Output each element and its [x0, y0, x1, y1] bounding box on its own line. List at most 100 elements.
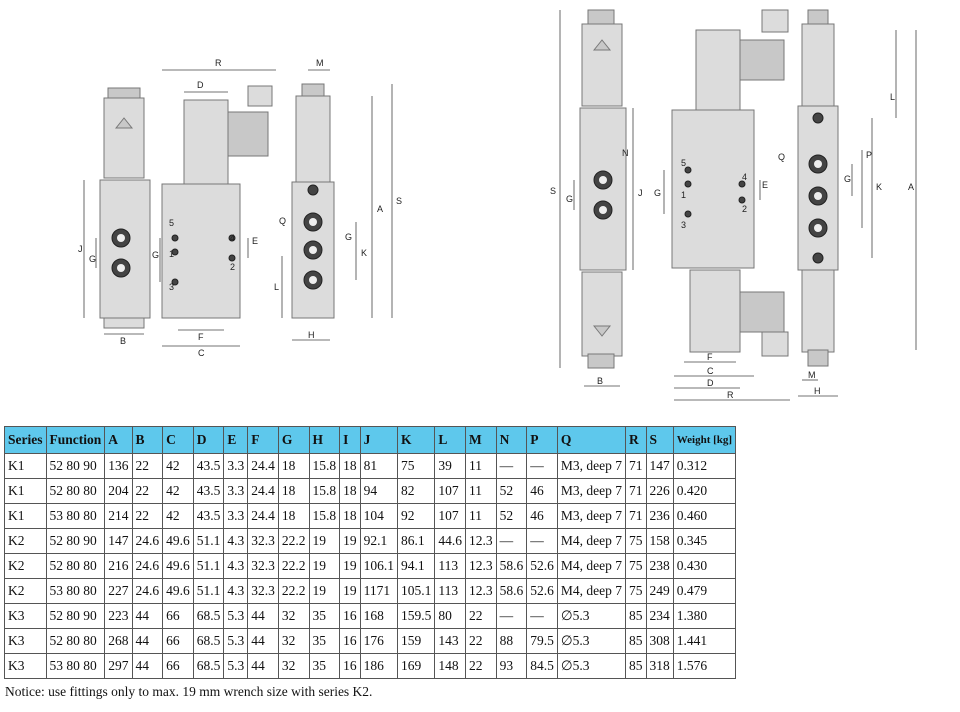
- table-cell: 169: [397, 653, 436, 679]
- table-cell: 68.5: [192, 603, 225, 629]
- col-h: H: [308, 426, 341, 454]
- table-cell: 52: [495, 478, 528, 504]
- port-4: 4: [230, 233, 235, 243]
- dimensions-table: Series Function A B C D E F G H I J K L …: [4, 426, 737, 679]
- table-cell: 19: [308, 528, 341, 554]
- table-cell: 42: [162, 453, 194, 479]
- table-cell: 297: [104, 653, 133, 679]
- table-cell: 5.3: [223, 653, 249, 679]
- table-cell: 44: [131, 628, 164, 654]
- table-cell: 53 80 80: [45, 578, 106, 604]
- table-cell: K2: [4, 578, 47, 604]
- left-side-view: R D F C G E 5 1 3 4 2: [152, 58, 276, 358]
- table-cell: K3: [4, 603, 47, 629]
- table-cell: ∅5.3: [556, 628, 627, 654]
- table-cell: 49.6: [162, 528, 194, 554]
- table-cell: 19: [339, 578, 361, 604]
- table-cell: 32: [277, 628, 310, 654]
- table-cell: 75: [397, 453, 436, 479]
- table-cell: 44: [247, 603, 279, 629]
- table-cell: 16: [339, 603, 361, 629]
- label-e2: E: [762, 180, 768, 190]
- table-cell: 80: [434, 603, 467, 629]
- label-a: A: [377, 204, 383, 214]
- col-l: L: [434, 426, 467, 454]
- label-g3: G: [345, 232, 352, 242]
- col-function: Function: [45, 426, 106, 454]
- table-cell: 35: [308, 603, 341, 629]
- port-2: 2: [230, 262, 235, 272]
- table-cell: 11: [465, 453, 497, 479]
- label-e: E: [252, 236, 258, 246]
- table-cell: 53 80 80: [45, 503, 106, 529]
- table-cell: 52 80 80: [45, 628, 106, 654]
- col-weight: Weight [kg]: [672, 426, 737, 454]
- table-cell: 68.5: [192, 628, 225, 654]
- col-q: Q: [556, 426, 627, 454]
- table-cell: 214: [104, 503, 133, 529]
- table-cell: 24.4: [247, 453, 279, 479]
- table-cell: 18: [339, 453, 361, 479]
- table-cell: 107: [434, 503, 467, 529]
- table-cell: 24.6: [131, 528, 164, 554]
- table-cell: 12.3: [465, 578, 497, 604]
- table-cell: 238: [645, 553, 674, 579]
- left-front-view: J G B: [78, 87, 151, 346]
- table-cell: 308: [645, 628, 674, 654]
- right-end-view: M H A L K G P Q: [778, 9, 917, 397]
- label-m: M: [316, 58, 324, 68]
- table-cell: 51.1: [192, 553, 225, 579]
- col-n: N: [495, 426, 528, 454]
- table-header-row: Series Function A B C D E F G H I J K L …: [4, 426, 737, 454]
- table-cell: 43.5: [192, 503, 225, 529]
- table-cell: 43.5: [192, 478, 225, 504]
- table-cell: —: [495, 528, 528, 554]
- table-cell: 44: [131, 603, 164, 629]
- table-cell: 79.5: [526, 628, 558, 654]
- table-cell: 68.5: [192, 653, 225, 679]
- table-cell: 143: [434, 628, 467, 654]
- label-g2: G: [152, 250, 159, 260]
- table-cell: 106.1: [359, 553, 399, 579]
- col-e: E: [223, 426, 249, 454]
- table-cell: M4, deep 7: [556, 528, 627, 554]
- table-cell: 49.6: [162, 578, 194, 604]
- table-cell: 12.3: [465, 528, 497, 554]
- notice-text: Notice: use fittings only to max. 19 mm …: [5, 684, 373, 699]
- label-l2: L: [890, 92, 895, 102]
- table-cell: 52 80 90: [45, 453, 106, 479]
- technical-drawing: J G B R D F C G E 5 1 3 4 2: [78, 9, 917, 401]
- right-front-view: S G B N J: [550, 9, 643, 387]
- table-cell: 49.6: [162, 553, 194, 579]
- table-cell: K1: [4, 453, 47, 479]
- table-cell: —: [526, 453, 558, 479]
- table-cell: 147: [104, 528, 133, 554]
- table-cell: 113: [434, 578, 467, 604]
- table-cell: 22: [131, 478, 164, 504]
- table-cell: 75: [625, 528, 647, 554]
- table-cell: 15.8: [308, 478, 341, 504]
- table-cell: 3.3: [223, 478, 249, 504]
- label-r2: R: [727, 390, 734, 400]
- table-cell: 107: [434, 478, 467, 504]
- label-s2: S: [550, 186, 556, 196]
- label-h: H: [308, 330, 315, 340]
- port-1: 1: [169, 249, 174, 259]
- table-cell: 105.1: [397, 578, 436, 604]
- table-cell: 32.3: [247, 578, 279, 604]
- table-cell: 11: [465, 503, 497, 529]
- table-cell: 22: [465, 603, 497, 629]
- table-cell: 19: [308, 578, 341, 604]
- col-p: P: [526, 426, 558, 454]
- table-cell: 1.441: [672, 628, 737, 654]
- table-cell: 22.2: [277, 553, 310, 579]
- table-cell: 51.1: [192, 528, 225, 554]
- table-cell: M4, deep 7: [556, 553, 627, 579]
- col-series: Series: [4, 426, 47, 454]
- table-cell: 75: [625, 553, 647, 579]
